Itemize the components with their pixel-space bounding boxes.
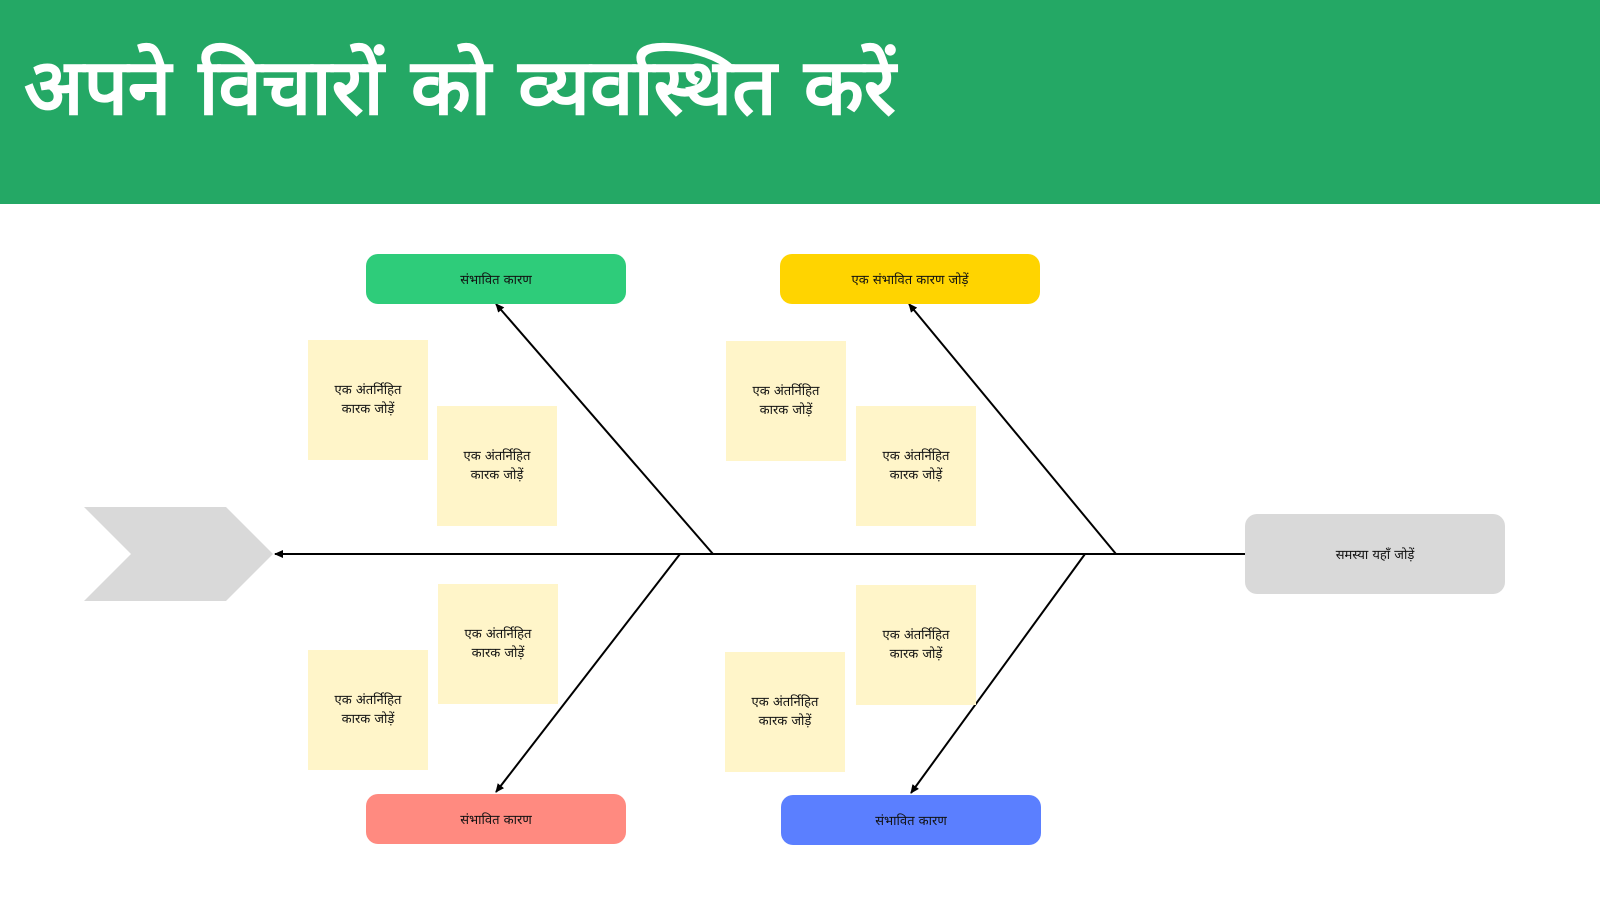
factor-note-2[interactable]: एक अंतर्निहित कारक जोड़ें	[437, 406, 557, 526]
cause-box-3[interactable]: संभावित कारण	[366, 794, 626, 844]
factor-note-5[interactable]: एक अंतर्निहित कारक जोड़ें	[438, 584, 558, 704]
cause-box-4[interactable]: संभावित कारण	[781, 795, 1041, 845]
bone-line-cause-2	[908, 303, 1117, 555]
chevron-arrow-icon	[84, 507, 273, 601]
factor-note-6[interactable]: एक अंतर्निहित कारक जोड़ें	[308, 650, 428, 770]
factor-note-7[interactable]: एक अंतर्निहित कारक जोड़ें	[856, 585, 976, 705]
factor-note-1[interactable]: एक अंतर्निहित कारक जोड़ें	[308, 340, 428, 460]
bone-line-cause-3	[495, 553, 681, 793]
title-banner: अपने विचारों को व्यवस्थित करें	[0, 0, 1600, 204]
cause-box-1[interactable]: संभावित कारण	[366, 254, 626, 304]
factor-note-8[interactable]: एक अंतर्निहित कारक जोड़ें	[725, 652, 845, 772]
bone-line-cause-4	[910, 553, 1086, 794]
bone-line-cause-1	[495, 303, 714, 555]
page-title: अपने विचारों को व्यवस्थित करें	[24, 43, 896, 133]
factor-note-3[interactable]: एक अंतर्निहित कारक जोड़ें	[726, 341, 846, 461]
factor-note-4[interactable]: एक अंतर्निहित कारक जोड़ें	[856, 406, 976, 526]
cause-box-2[interactable]: एक संभावित कारण जोड़ें	[780, 254, 1040, 304]
problem-box[interactable]: समस्या यहाँ जोड़ें	[1245, 514, 1505, 594]
